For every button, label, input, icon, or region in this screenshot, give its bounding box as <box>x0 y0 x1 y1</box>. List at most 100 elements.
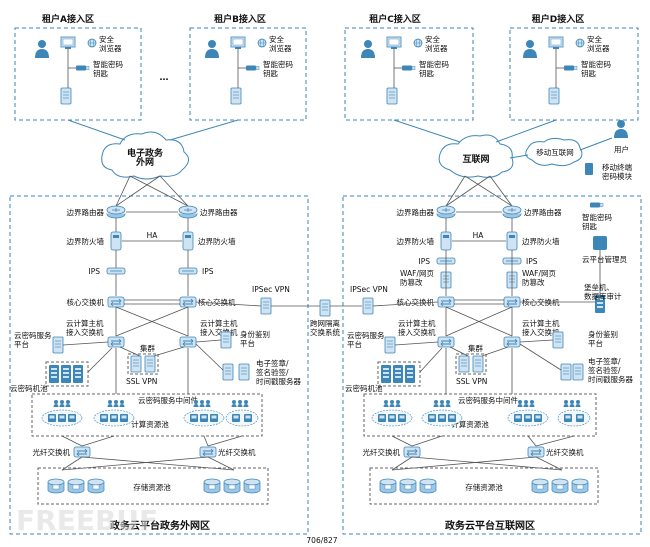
svg-text:智能密码钥匙: 智能密码钥匙 <box>419 59 449 78</box>
firewall-icon <box>110 231 122 251</box>
core-switch-icon <box>503 296 521 308</box>
crypto-rack-icon <box>393 365 403 383</box>
svg-text:电子签章/签名验签/时间戳服务器: 电子签章/签名验签/时间戳服务器 <box>588 356 633 384</box>
server-icon <box>548 87 560 105</box>
fiber-switch-icon <box>73 446 91 458</box>
usb-key-icon <box>245 65 260 71</box>
storage-icon <box>47 478 65 494</box>
user-icon <box>35 40 49 58</box>
compute-cluster <box>371 400 591 427</box>
ssl-vpn-label: SSL VPN <box>456 377 487 386</box>
storage-icon <box>551 478 569 494</box>
ipsec-vpn-label: IPSec VPN <box>252 285 290 294</box>
compute-pool-box <box>363 393 597 437</box>
tenant-zone-d-title: 租户D接入区 <box>532 13 584 25</box>
globe-icon <box>413 38 423 48</box>
esign-server-icon <box>222 363 234 381</box>
user-icon <box>361 40 375 58</box>
crypto-rack-icon <box>49 365 59 383</box>
server-icon <box>230 87 242 105</box>
storage-icon <box>87 478 105 494</box>
core-switch-label: 核心交换机 <box>397 297 435 307</box>
globe-icon <box>575 38 585 48</box>
firewall-label: 边界防火墙 <box>522 236 560 246</box>
smart-key-label: 智能密码钥匙 <box>582 212 612 231</box>
svg-text:WAF/网页防篡改: WAF/网页防篡改 <box>522 269 556 287</box>
svg-text:安全浏览器: 安全浏览器 <box>587 34 610 53</box>
storage-icon <box>419 478 437 494</box>
firewall-label: 边界防火墙 <box>198 236 236 246</box>
ha-label: HA <box>473 231 485 240</box>
svg-text:身份鉴别平台: 身份鉴别平台 <box>240 329 270 348</box>
fiber-switch-icon <box>403 446 421 458</box>
crypto-platform-label: 云密码服务平台 <box>347 330 385 349</box>
storage-pool-box <box>369 467 599 505</box>
ips-icon <box>106 267 126 275</box>
border-router-icon <box>502 205 522 219</box>
admin-icon <box>593 236 607 250</box>
ssl-vpn-label: SSL VPN <box>126 377 157 386</box>
gap-label: 跨网隔离交换系统 <box>310 318 340 337</box>
host-switch-label: 云计算主机接入交换机 <box>398 318 436 337</box>
ssl-vpn-icon <box>472 355 484 373</box>
svg-text:云计算主机接入交换机: 云计算主机接入交换机 <box>66 318 104 337</box>
storage-pool-box <box>37 467 269 505</box>
ipsec-vpn-icon <box>362 297 374 315</box>
cluster-label: 集群 <box>140 343 155 353</box>
fiber-switch-label: 光纤交换机 <box>33 447 71 457</box>
left-zone: 政务云平台政务外网区 边界路由器 边界路由器 HA 边界防火墙 边界防火墙 IP… <box>9 175 320 535</box>
user-icon <box>523 40 537 58</box>
globe-icon <box>257 38 267 48</box>
gov-net-label: 电子政务外网 <box>127 147 164 168</box>
usb-key-icon <box>563 65 578 71</box>
svg-text:云计算主机接入交换机: 云计算主机接入交换机 <box>522 318 560 337</box>
tenant-zone-a-title: 租户A接入区 <box>42 13 94 25</box>
cluster-label: 集群 <box>468 343 483 353</box>
left-zone-border <box>9 195 309 535</box>
tenant-zone-b-title: 租户B接入区 <box>214 13 266 25</box>
esign-label: 电子签章/签名验签/时间戳服务器 <box>256 358 301 386</box>
core-switch-icon <box>107 296 125 308</box>
svg-text:云密码服务平台: 云密码服务平台 <box>347 330 385 349</box>
tenant-zone-a-border <box>14 27 142 121</box>
waf-label: WAF/网页防篡改 <box>400 269 434 287</box>
crypto-platform-icon <box>384 336 396 354</box>
fiber-switch-label: 光纤交换机 <box>546 447 584 457</box>
svg-text:跨网隔离交换系统: 跨网隔离交换系统 <box>310 318 340 337</box>
storage-icon <box>203 478 221 494</box>
border-router-label: 边界路由器 <box>524 207 562 217</box>
mobile-internet-label: 移动互联网 <box>536 147 574 157</box>
svg-text:安全浏览器: 安全浏览器 <box>269 34 292 53</box>
globe-icon <box>87 38 97 48</box>
mobile-user-icon <box>614 120 628 138</box>
svg-text:云密码服务平台: 云密码服务平台 <box>14 330 52 349</box>
mobile-module-label: 移动终端密码模块 <box>602 162 632 181</box>
firewall-icon <box>182 231 194 251</box>
svg-text:WAF/网页防篡改: WAF/网页防篡改 <box>400 269 434 287</box>
core-switch-icon <box>437 296 455 308</box>
border-router-label: 边界路由器 <box>200 207 238 217</box>
bastion-label: 堡垒机、数据库审计 <box>584 282 622 301</box>
mobile-internet-cloud: 移动互联网 <box>525 137 583 167</box>
right-zone-border <box>342 195 642 535</box>
ips-label: IPS <box>419 257 431 266</box>
ipsec-vpn-icon <box>260 297 272 315</box>
gap-server-icon <box>319 299 331 317</box>
pc-icon <box>386 36 402 50</box>
pc-icon <box>548 36 564 50</box>
usb-key-icon <box>75 65 90 71</box>
pc-icon <box>230 36 246 50</box>
esign-server-icon <box>238 363 250 381</box>
crypto-rack-icon <box>405 365 415 383</box>
internet-cloud: 互联网 <box>438 134 514 178</box>
usb-key-icon <box>401 65 416 71</box>
svg-text:智能密码钥匙: 智能密码钥匙 <box>581 59 611 78</box>
tenant-zone-d: 租户D接入区 安全浏览器 智能密码钥匙 <box>509 13 639 121</box>
identity-server-icon <box>552 331 564 349</box>
svg-text:云计算主机接入交换机: 云计算主机接入交换机 <box>200 318 238 337</box>
host-switch-label: 云计算主机接入交换机 <box>66 318 104 337</box>
page-number: 706/827 <box>306 536 337 545</box>
storage-icon <box>399 478 417 494</box>
tenant-zone-c: 租户C接入区 安全浏览器 智能密码钥匙 <box>344 13 474 121</box>
border-router-label: 边界路由器 <box>397 207 435 217</box>
